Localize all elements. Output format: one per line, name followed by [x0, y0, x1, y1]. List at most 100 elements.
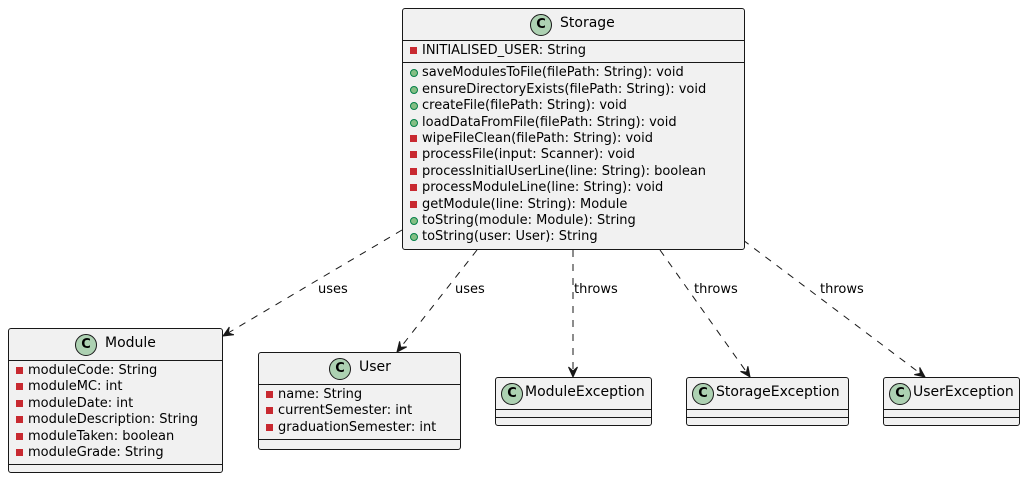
private-visibility-icon [266, 391, 273, 398]
fields-section [496, 410, 651, 418]
member-text: wipeFileClean(filePath: String): void [422, 130, 653, 146]
private-member: name: String [259, 387, 460, 403]
class-icon: C [889, 383, 911, 405]
public-member: createFile(filePath: String): void [403, 98, 744, 114]
member-text: createFile(filePath: String): void [422, 98, 627, 114]
class-header: C UserException [884, 378, 1019, 410]
arrowhead-icon [568, 366, 578, 379]
private-visibility-icon [16, 383, 23, 391]
private-visibility-icon [410, 184, 417, 192]
class-icon: C [692, 383, 714, 405]
dependency-line-module [222, 229, 403, 337]
arrowhead-icon [914, 367, 926, 378]
member-text: graduationSemester: int [278, 419, 437, 435]
private-member: moduleCode: String [9, 363, 222, 379]
private-member: graduationSemester: int [259, 420, 460, 436]
methods-section: saveModulesToFile(filePath: String): voi… [403, 63, 744, 248]
private-visibility-icon [410, 200, 417, 208]
member-text: getModule(line: String): Module [422, 196, 628, 212]
member-text: INITIALISED_USER: String [422, 43, 587, 58]
member-text: processInitialUserLine(line: String): bo… [422, 163, 707, 179]
class-storage[interactable]: C Storage INITIALISED_USER: String saveM… [402, 8, 745, 250]
private-member: currentSemester: int [259, 403, 460, 419]
private-visibility-icon [410, 167, 417, 175]
public-member: loadDataFromFile(filePath: String): void [403, 115, 744, 131]
fields-section [687, 410, 848, 418]
private-member: processFile(input: Scanner): void [403, 147, 744, 163]
public-visibility-icon [410, 85, 418, 94]
private-visibility-icon [410, 134, 417, 142]
private-member: INITIALISED_USER: String [403, 43, 744, 59]
dependency-line-user [396, 249, 478, 353]
public-member: toString(user: User): String [403, 229, 744, 245]
methods-section [687, 418, 848, 426]
member-text: currentSemester: int [278, 403, 413, 419]
relation-label-throws-module-exception: throws [574, 282, 618, 297]
public-visibility-icon [410, 69, 418, 78]
class-header: C Storage [403, 9, 744, 41]
private-visibility-icon [410, 47, 417, 54]
methods-section [259, 440, 460, 448]
class-user-exception[interactable]: C UserException [883, 377, 1020, 426]
class-icon: C [75, 334, 97, 356]
member-text: moduleCode: String [28, 363, 158, 378]
class-name: StorageException [716, 384, 840, 400]
private-visibility-icon [16, 399, 23, 407]
member-text: toString(module: Module): String [422, 212, 636, 228]
member-text: moduleGrade: String [28, 444, 164, 460]
private-member: moduleDescription: String [9, 412, 222, 428]
methods-section [884, 418, 1019, 426]
private-member: moduleGrade: String [9, 445, 222, 461]
fields-section: INITIALISED_USER: String [403, 41, 744, 64]
class-name: Module [105, 335, 156, 351]
class-icon: C [501, 383, 523, 405]
member-text: moduleTaken: boolean [28, 428, 175, 444]
member-text: toString(user: User): String [422, 229, 598, 245]
member-text: loadDataFromFile(filePath: String): void [422, 114, 677, 130]
arrowhead-icon [396, 341, 407, 353]
relation-label-uses-user: uses [455, 282, 485, 297]
class-name: ModuleException [525, 384, 645, 400]
member-text: processModuleLine(line: String): void [422, 180, 664, 196]
class-storage-exception[interactable]: C StorageException [686, 377, 849, 426]
private-visibility-icon [16, 367, 23, 374]
methods-section [9, 465, 222, 473]
public-visibility-icon [410, 233, 418, 242]
private-visibility-icon [16, 416, 23, 424]
private-member: processInitialUserLine(line: String): bo… [403, 164, 744, 180]
private-member: wipeFileClean(filePath: String): void [403, 131, 744, 147]
private-member: processModuleLine(line: String): void [403, 180, 744, 196]
class-name: UserException [913, 384, 1014, 400]
private-member: getModule(line: String): Module [403, 197, 744, 213]
dependency-line-user-exception [742, 239, 926, 378]
public-member: saveModulesToFile(filePath: String): voi… [403, 65, 744, 81]
class-icon: C [329, 358, 351, 380]
public-member: ensureDirectoryExists(filePath: String):… [403, 82, 744, 98]
private-visibility-icon [16, 432, 23, 440]
relation-label-throws-storage-exception: throws [694, 282, 738, 297]
private-member: moduleMC: int [9, 379, 222, 395]
class-header: C Module [9, 329, 222, 361]
public-member: toString(module: Module): String [403, 213, 744, 229]
arrowhead-icon [740, 366, 751, 378]
private-member: moduleTaken: boolean [9, 429, 222, 445]
class-module-exception[interactable]: C ModuleException [495, 377, 652, 426]
member-text: ensureDirectoryExists(filePath: String):… [422, 81, 707, 97]
member-text: saveModulesToFile(filePath: String): voi… [422, 65, 684, 81]
class-name: Storage [560, 15, 615, 31]
public-visibility-icon [410, 118, 418, 127]
class-header: C ModuleException [496, 378, 651, 410]
public-visibility-icon [410, 216, 418, 225]
methods-section [496, 418, 651, 426]
private-member: moduleDate: int [9, 396, 222, 412]
member-text: moduleDate: int [28, 395, 134, 411]
class-header: C User [259, 353, 460, 385]
class-icon: C [530, 14, 552, 36]
member-text: moduleMC: int [28, 379, 123, 395]
public-visibility-icon [410, 102, 418, 111]
